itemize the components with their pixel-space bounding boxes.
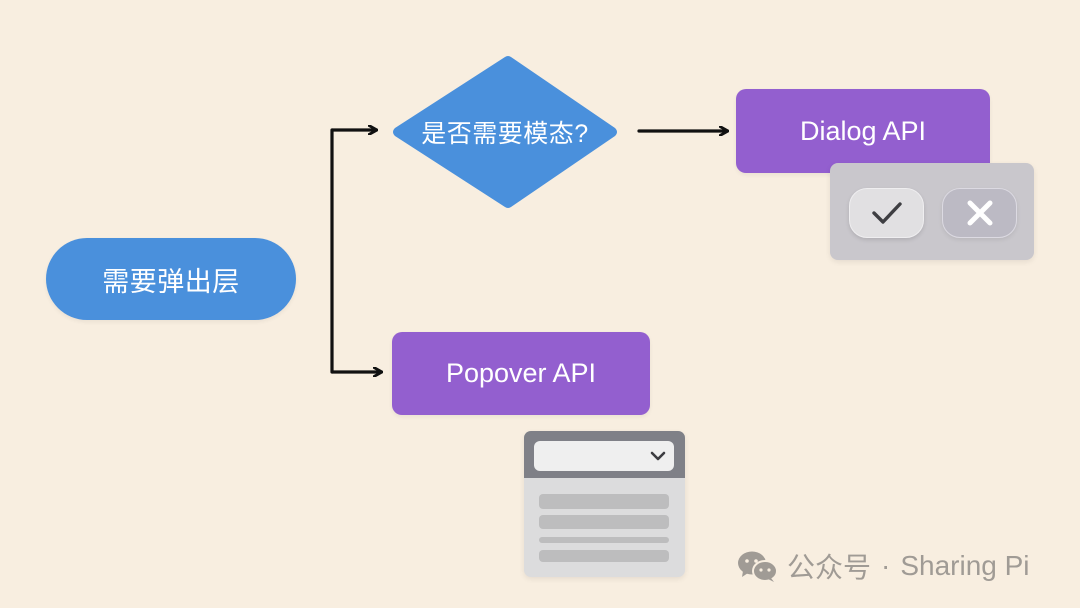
dialog-confirm-button: [849, 188, 924, 238]
start-node-label: 需要弹出层: [102, 266, 240, 297]
popover-api-label: Popover API: [445, 358, 597, 388]
dialog-illustration: [830, 163, 1034, 260]
decision-node-label: 是否需要模态?: [421, 120, 589, 148]
popover-list-line: [539, 550, 669, 562]
dialog-api-label: Dialog API: [799, 115, 927, 146]
popover-list-line: [539, 515, 669, 529]
decision-diamond-shape: [393, 56, 617, 208]
popover-list-line: [539, 537, 669, 543]
watermark-separator: ·: [881, 550, 891, 581]
popover-api-node: Popover API: [392, 332, 650, 415]
watermark-name: Sharing Pi: [900, 550, 1030, 581]
dialog-api-node: Dialog API: [736, 89, 990, 173]
dialog-cancel-button: [942, 188, 1017, 238]
watermark: 公众号 · Sharing Pi: [737, 548, 1030, 584]
decision-node: 是否需要模态?: [390, 54, 620, 210]
popover-illustration: [524, 431, 685, 577]
check-icon: [871, 202, 902, 224]
watermark-prefix: 公众号: [787, 552, 872, 583]
popover-select: [534, 441, 674, 471]
popover-list-line: [539, 494, 669, 509]
start-node: 需要弹出层: [46, 238, 296, 320]
wechat-icon: [738, 551, 778, 582]
chevron-down-icon: [650, 451, 666, 461]
close-icon: [967, 200, 992, 226]
